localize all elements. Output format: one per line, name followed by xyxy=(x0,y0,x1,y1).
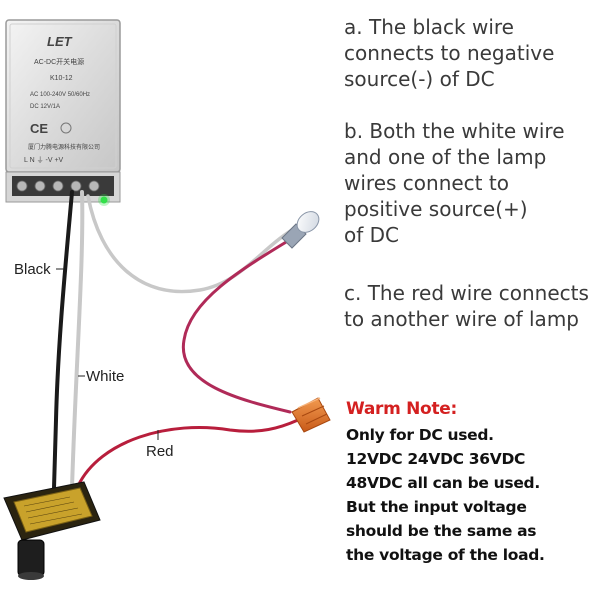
psu-line-2: K10-12 xyxy=(50,75,73,82)
note-b-line-1: b. Both the white wire xyxy=(344,119,565,143)
note-c-line-2: to another wire of lamp xyxy=(344,307,579,331)
warm-note-line-3: 48VDC all can be used. xyxy=(346,474,540,492)
psu-line-1: AC-DC开关电源 xyxy=(34,57,84,66)
psu-terminals: L N ⏚ -V +V xyxy=(24,156,64,164)
photocell-sensor xyxy=(3,481,101,580)
psu-brand: LET xyxy=(47,34,73,49)
warm-note-line-2: 12VDC 24VDC 36VDC xyxy=(346,450,526,468)
note-a-line-3: source(-) of DC xyxy=(344,67,495,91)
note-c-line-1: c. The red wire connects xyxy=(344,281,589,305)
note-b-line-2: and one of the lamp xyxy=(344,145,547,169)
white-wire-label: White xyxy=(86,368,124,385)
warm-note-line-4: But the input voltage xyxy=(346,498,527,516)
wire-connector xyxy=(291,397,331,433)
psu-line-3: AC 100-240V 50/60Hz xyxy=(30,92,90,98)
psu-maker: 厦门力腾电源科技有限公司 xyxy=(28,143,100,151)
note-b-line-5: of DC xyxy=(344,223,399,247)
warm-note-line-6: the voltage of the load. xyxy=(346,546,545,564)
note-b-line-3: wires connect to xyxy=(344,171,509,195)
white-wire-to-lamp xyxy=(86,194,294,294)
psu-line-4: DC 12V/1A xyxy=(30,104,60,110)
warm-note-title: Warm Note: xyxy=(346,399,457,419)
wire-labels: Black White Red xyxy=(14,261,174,460)
power-supply: LET AC-DC开关电源 K10-12 AC 100-240V 50/60Hz… xyxy=(5,19,121,206)
note-b-line-4: positive source(+) xyxy=(344,197,528,221)
black-wire xyxy=(52,190,74,490)
white-wire xyxy=(70,190,85,490)
wires xyxy=(52,190,300,490)
ce-mark: CE xyxy=(30,121,48,136)
black-wire-label: Black xyxy=(14,261,51,278)
red-wire-label: Red xyxy=(146,443,174,460)
lamp-wire xyxy=(181,234,298,414)
note-a-line-2: connects to negative xyxy=(344,41,555,65)
warm-note-line-1: Only for DC used. xyxy=(346,426,494,444)
lamp xyxy=(281,211,320,249)
red-wire xyxy=(76,418,300,488)
warm-note-line-5: should be the same as xyxy=(346,522,537,540)
note-a-line-1: a. The black wire xyxy=(344,15,514,39)
psu-led xyxy=(100,196,108,204)
